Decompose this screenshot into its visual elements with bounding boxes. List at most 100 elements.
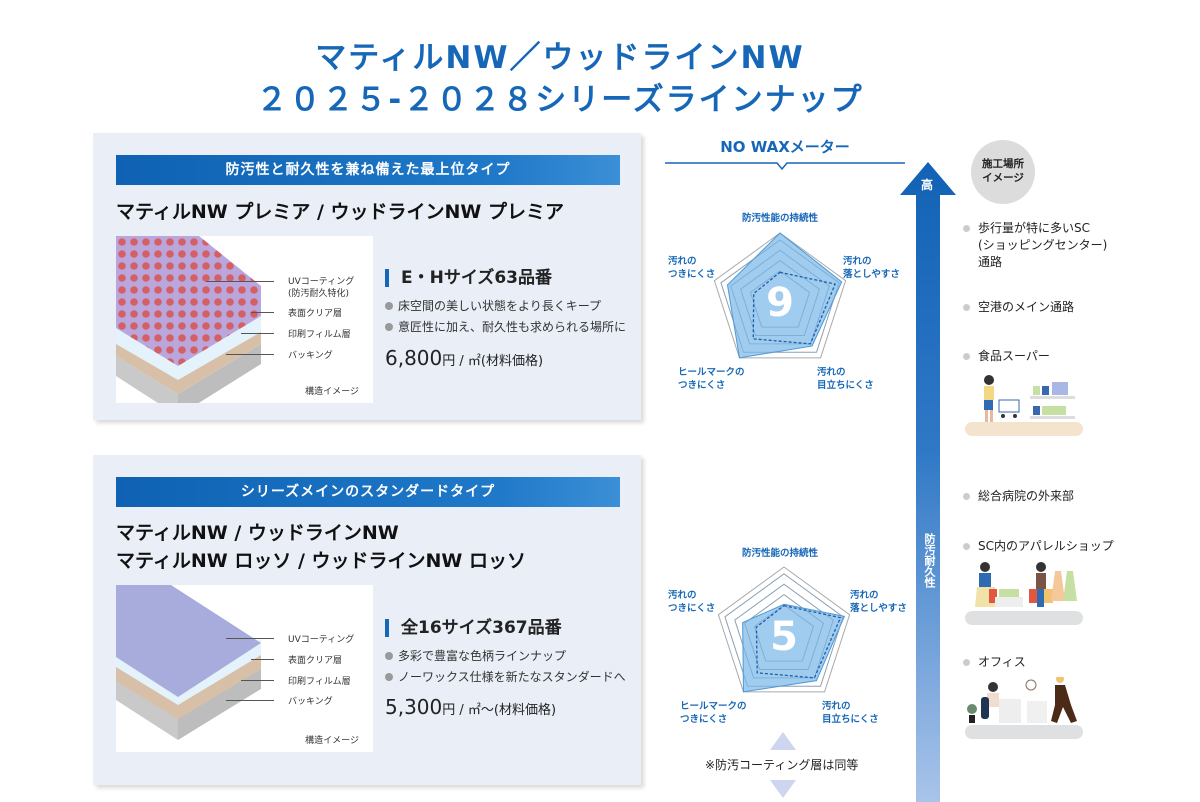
label-line: つきにくさ [678, 380, 726, 391]
price-value: 6,800 [385, 346, 443, 370]
radar-grid-ring-overlay [753, 604, 815, 662]
standard-spec: 全16サイズ367品番 [385, 619, 562, 637]
label-line: 汚れの [822, 701, 851, 712]
radar-series-dashed [755, 604, 842, 679]
place-text: 空港のメイン通路 [978, 300, 1075, 314]
arrow-high-label: 高 [921, 178, 934, 192]
place-item: オフィス [963, 654, 1026, 671]
leader-line [226, 354, 274, 355]
radar-score: 9 [766, 280, 794, 326]
standard-product-name: マティルNW ロッソ / ウッドラインNW ロッソ [116, 550, 526, 572]
layer-label-backing: バッキング [288, 351, 333, 361]
place-text: SC内のアパレルショップ [978, 539, 1114, 553]
standard-bullet: 多彩で豊富な色柄ラインナップ [385, 647, 566, 664]
meter-divider [665, 162, 905, 171]
standard-structure-image: UVコーティング 表面クリア層 印刷フィルム層 バッキング 構造イメージ [116, 585, 373, 752]
label-line: 目立ちにくさ [817, 380, 874, 391]
triangle-up-icon [770, 732, 796, 750]
label-line: 落としやすさ [850, 603, 907, 614]
premium-structure-image: UVコーティング (防汚耐久特化) 表面クリア層 印刷フィルム層 バッキング 構… [116, 236, 373, 403]
layer-label-uv-note: (防汚耐久特化) [288, 289, 350, 299]
apparel-shop-illustration [965, 562, 1083, 625]
leader-line [226, 638, 274, 639]
structure-caption: 構造イメージ [305, 736, 359, 746]
radar-grid-ring-overlay [720, 239, 840, 353]
supermarket-illustration [965, 375, 1083, 436]
place-item: SC内のアパレルショップ [963, 538, 1114, 555]
page-title-line2: ２０２５-２０２８シリーズラインナップ [256, 82, 864, 118]
radar-grid-ring-overlay [724, 573, 844, 687]
place-badge: 施工場所イメージ [971, 140, 1035, 204]
radar-label-bottom-right: 汚れの目立ちにくさ [822, 700, 879, 726]
layer-structure-illustration [116, 236, 261, 403]
premium-bullet: 床空間の美しい状態をより長くキープ [385, 297, 601, 314]
radar-series-dashed [752, 271, 837, 345]
layer-label-backing: バッキング [288, 697, 333, 707]
office-illustration [965, 677, 1083, 739]
label-line: ヒールマークの [680, 701, 747, 712]
place-text: 総合病院の外来部 [978, 489, 1075, 503]
label-line: 落としやすさ [843, 269, 900, 280]
triangle-down-icon [770, 780, 796, 798]
place-text: 食品スーパー [978, 349, 1050, 363]
premium-banner: 防汚性と耐久性を兼ね備えた最上位タイプ [116, 155, 620, 185]
radar-label-bottom-left: ヒールマークのつきにくさ [680, 700, 747, 726]
layer-label-clear: 表面クリア層 [288, 309, 343, 319]
standard-price: 5,300円 / ㎡～(材料価格) [385, 695, 556, 719]
price-unit: 円 / ㎡～(材料価格) [442, 703, 557, 718]
radar-chart-premium: 9 [713, 232, 847, 359]
page-title-line1: マティルNW／ウッドラインNW [315, 40, 805, 76]
place-item: 空港のメイン通路 [962, 299, 1075, 316]
label-line: 汚れの [843, 256, 872, 267]
leader-line [251, 659, 274, 660]
standard-banner: シリーズメインのスタンダードタイプ [116, 477, 620, 507]
badge-line: イメージ [982, 172, 1024, 184]
radar-label-left: 汚れのつきにくさ [668, 255, 715, 281]
layer-label-print: 印刷フィルム層 [288, 677, 351, 687]
radar-grid-ring-overlay [740, 260, 820, 336]
place-text: 通路 [978, 255, 1003, 269]
radar-chart-standard: 5 [717, 566, 851, 693]
price-unit: 円 / ㎡(材料価格) [442, 354, 544, 369]
durability-arrow [900, 162, 956, 802]
layer-label-uv: UVコーティング [288, 277, 355, 287]
radar-label-right: 汚れの落としやすさ [843, 255, 900, 281]
leader-line [241, 333, 274, 334]
premium-bullet: 意匠性に加え、耐久性も求められる場所に [385, 318, 626, 335]
radar-score: 5 [770, 614, 798, 660]
label-line: 汚れの [668, 590, 697, 601]
premium-card: 防汚性と耐久性を兼ね備えた最上位タイプ マティルNW プレミア / ウッドライン… [93, 133, 641, 420]
standard-bullet: ノーワックス仕様を新たなスタンダードへ [385, 668, 626, 685]
standard-product-name: マティルNW / ウッドラインNW [116, 522, 399, 544]
leader-line [241, 680, 274, 681]
radar-label-top: 防汚性能の持続性 [742, 548, 819, 559]
radar-grid-ring-overlay [730, 249, 830, 345]
place-text: オフィス [978, 655, 1026, 669]
radar-label-right: 汚れの落としやすさ [850, 589, 907, 615]
structure-caption: 構造イメージ [305, 387, 359, 397]
radar-label-top: 防汚性能の持続性 [742, 213, 819, 224]
premium-spec: E・Hサイズ63品番 [385, 269, 552, 287]
meter-title: NO WAXメーター [720, 138, 850, 156]
label-line: ヒールマークの [678, 367, 745, 378]
label-line: つきにくさ [668, 269, 716, 280]
label-line: 汚れの [668, 256, 697, 267]
leader-line [226, 700, 274, 701]
radar-label-bottom-left: ヒールマークのつきにくさ [678, 366, 745, 392]
premium-price: 6,800円 / ㎡(材料価格) [385, 346, 543, 370]
label-line: つきにくさ [680, 714, 728, 725]
place-text: (ショッピングセンター) [978, 238, 1108, 252]
radar-label-bottom-right: 汚れの目立ちにくさ [817, 366, 874, 392]
premium-product-name: マティルNW プレミア / ウッドラインNW プレミア [116, 201, 564, 223]
label-line: 汚れの [850, 590, 879, 601]
standard-card: シリーズメインのスタンダードタイプ マティルNW / ウッドラインNW マティル… [93, 455, 641, 785]
place-text: 歩行量が特に多いSC [978, 221, 1090, 235]
layer-label-print: 印刷フィルム層 [288, 330, 351, 340]
layer-structure-illustration [116, 585, 261, 740]
radar-grid-ring-overlay [749, 270, 811, 328]
place-item: 食品スーパー [963, 348, 1050, 365]
layer-label-clear: 表面クリア層 [288, 656, 343, 666]
label-line: 目立ちにくさ [822, 714, 879, 725]
radar-label-left: 汚れのつきにくさ [668, 589, 715, 615]
place-item: 総合病院の外来部 [962, 488, 1075, 505]
